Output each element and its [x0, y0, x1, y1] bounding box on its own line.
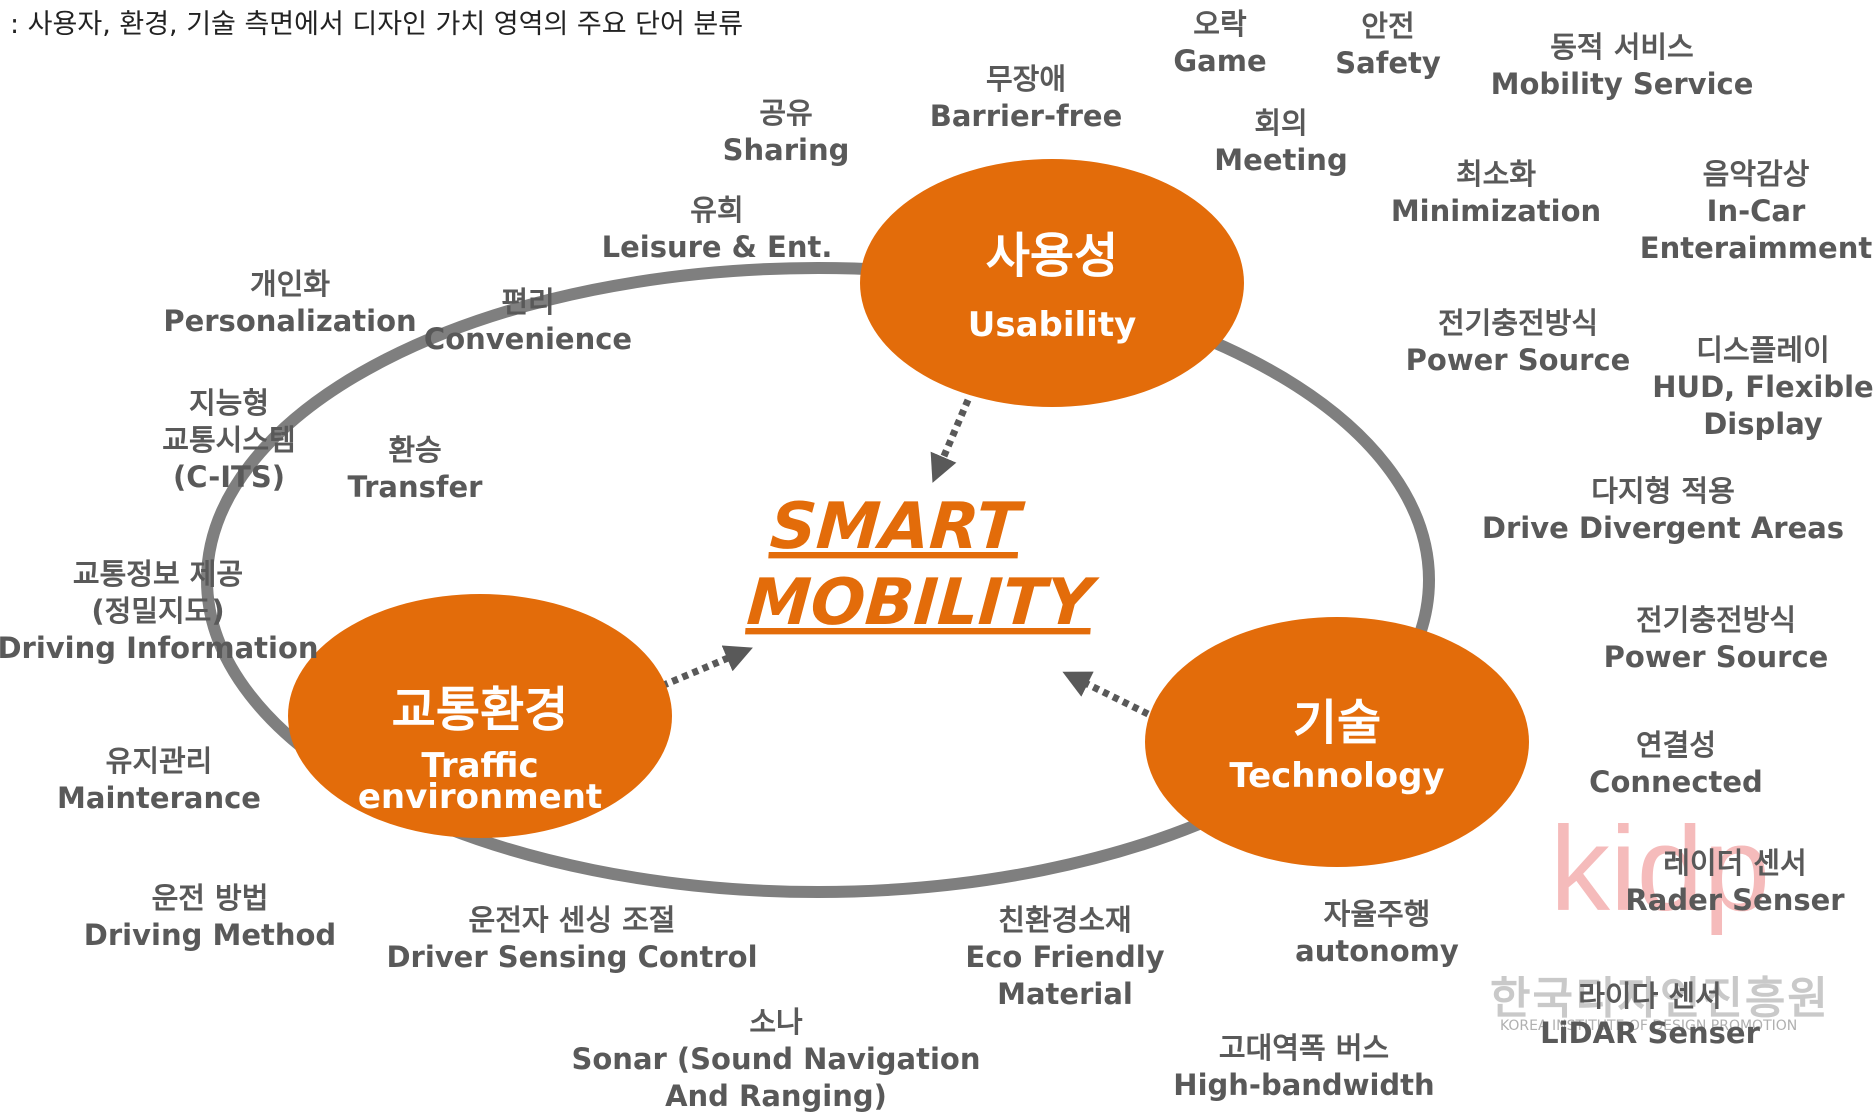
hub-usability-en: Usability: [968, 305, 1137, 345]
kidp-logo: kidp: [1550, 810, 1770, 936]
arrow-traffic-to-center: [650, 645, 753, 694]
hub-technology: [1145, 617, 1529, 867]
hub-technology-ko: 기술: [1293, 695, 1381, 751]
hub-traffic-en2: environment: [358, 777, 602, 817]
cycle-ring: [201, 262, 1435, 898]
watermark-ko: 한국디자인진흥원: [1490, 973, 1830, 1024]
hub-usability: [860, 159, 1244, 407]
hub-traffic-en1: Traffic: [421, 746, 538, 786]
caption: : 사용자, 환경, 기술 측면에서 디자인 가치 영역의 주요 단어 분류: [10, 9, 744, 40]
svg-text:kidp: kidp: [1550, 810, 1770, 936]
term-driving-information: 교통정보 제공(정밀지도)Driving Information: [0, 557, 319, 665]
hub-usability-ko: 사용성: [986, 228, 1118, 284]
hub-traffic-ko: 교통환경: [392, 682, 569, 738]
hub-technology-en: Technology: [1229, 756, 1444, 796]
arrow-usability-to-center: [930, 398, 972, 483]
arrow-technology-to-center: [1062, 671, 1150, 718]
hub-traffic: [288, 594, 672, 838]
watermark-en: KOREA INSTITUTE OF DESIGN PROMOTION: [1500, 1018, 1798, 1034]
center-title-line2: MOBILITY: [745, 566, 1101, 640]
center-title-line1: SMART: [768, 490, 1027, 564]
